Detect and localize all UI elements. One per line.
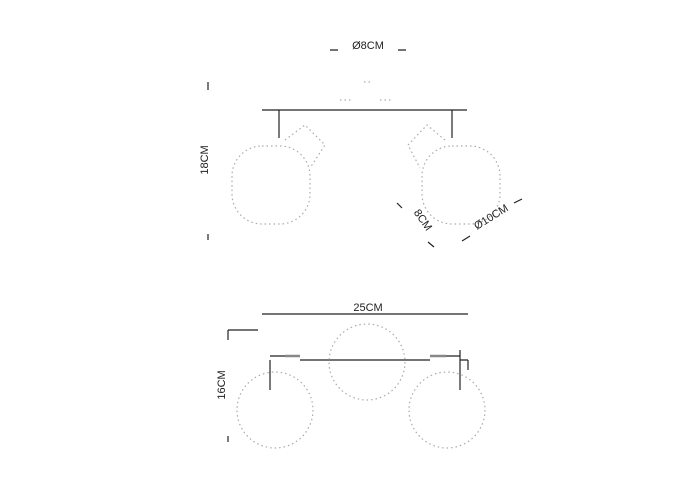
shade-depth-label: 8CM [411,207,434,233]
front-view: 25CM 16CM [216,302,486,449]
height-label: 18CM [199,145,211,174]
left-globe-front [236,371,314,449]
height-dimension-line [227,329,258,442]
right-globe-front [408,371,486,449]
canopy-diameter-label: Ø8CM [352,40,384,52]
left-globe [231,145,311,225]
shade-diameter-label: Ø10CM [472,202,511,232]
height-label-front: 16CM [216,370,228,399]
left-spot-holder [284,124,326,169]
right-spot-holder [407,124,446,169]
top-view: Ø8CM 18CM 8CM Ø10CM [199,40,523,248]
canopy-outline [340,81,392,101]
width-label: 25CM [353,302,382,314]
mounting-bar [262,109,467,138]
center-globe [328,323,406,401]
right-globe [421,145,501,225]
shade-dimension-arrows [396,198,523,248]
